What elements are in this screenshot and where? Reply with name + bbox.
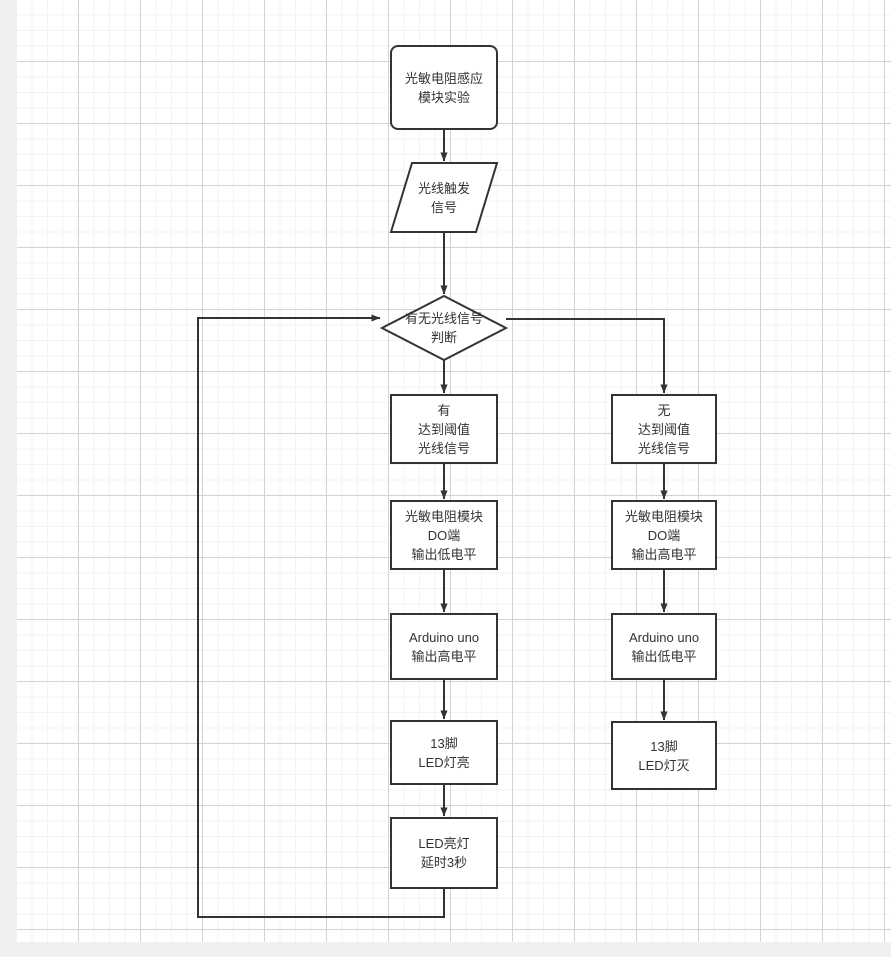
node-shape-arduino-high[interactable] [390, 613, 498, 680]
node-shape-led-on[interactable] [390, 720, 498, 785]
node-shape-arduino-low[interactable] [611, 613, 717, 680]
node-shape-led-off[interactable] [611, 721, 717, 790]
edge-delay-loop-back [197, 314, 445, 918]
node-shape-no-signal[interactable] [611, 394, 717, 464]
edge-decision-to-no [506, 318, 668, 394]
node-shape-do-low[interactable] [390, 500, 498, 570]
node-shape-trigger[interactable] [389, 162, 499, 233]
diagram-canvas[interactable] [17, 0, 891, 942]
node-shape-decision[interactable] [379, 294, 509, 362]
node-shape-do-high[interactable] [611, 500, 717, 570]
node-shape-delay[interactable] [390, 817, 498, 889]
node-shape-yes-signal[interactable] [390, 394, 498, 464]
node-shape-start[interactable] [390, 45, 498, 130]
